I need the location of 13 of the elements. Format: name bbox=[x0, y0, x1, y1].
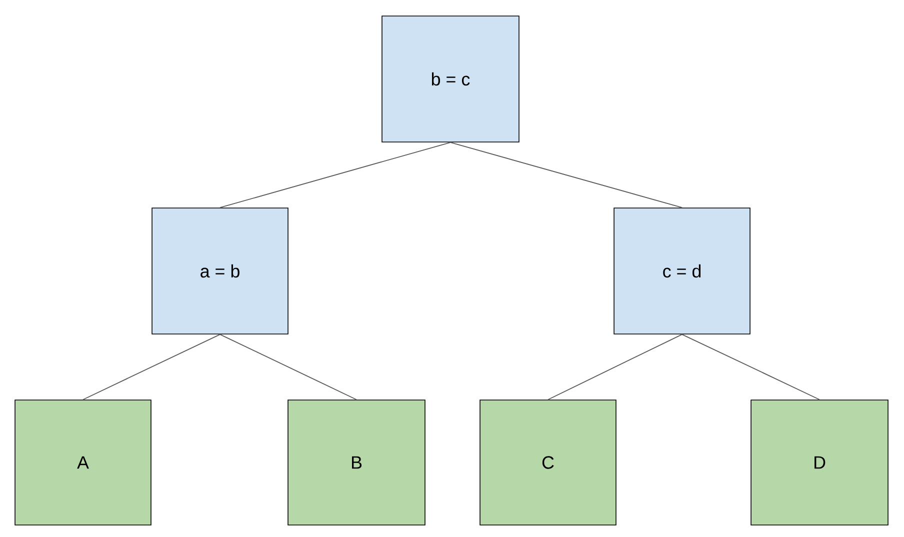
leaf-box: B bbox=[288, 400, 426, 526]
connector-line bbox=[220, 334, 357, 400]
leaf-box: A bbox=[14, 400, 152, 526]
leaf-box: C bbox=[480, 400, 616, 526]
connector-line bbox=[682, 334, 820, 400]
connector-line bbox=[82, 334, 220, 400]
connector-line bbox=[548, 334, 682, 400]
equation-box: a = b bbox=[152, 208, 288, 334]
connector-line bbox=[450, 142, 682, 208]
equation-box: c = d bbox=[614, 208, 750, 334]
leaf-box: D bbox=[750, 400, 888, 526]
equation-box: b = c bbox=[382, 16, 520, 142]
connector-line bbox=[220, 142, 451, 208]
